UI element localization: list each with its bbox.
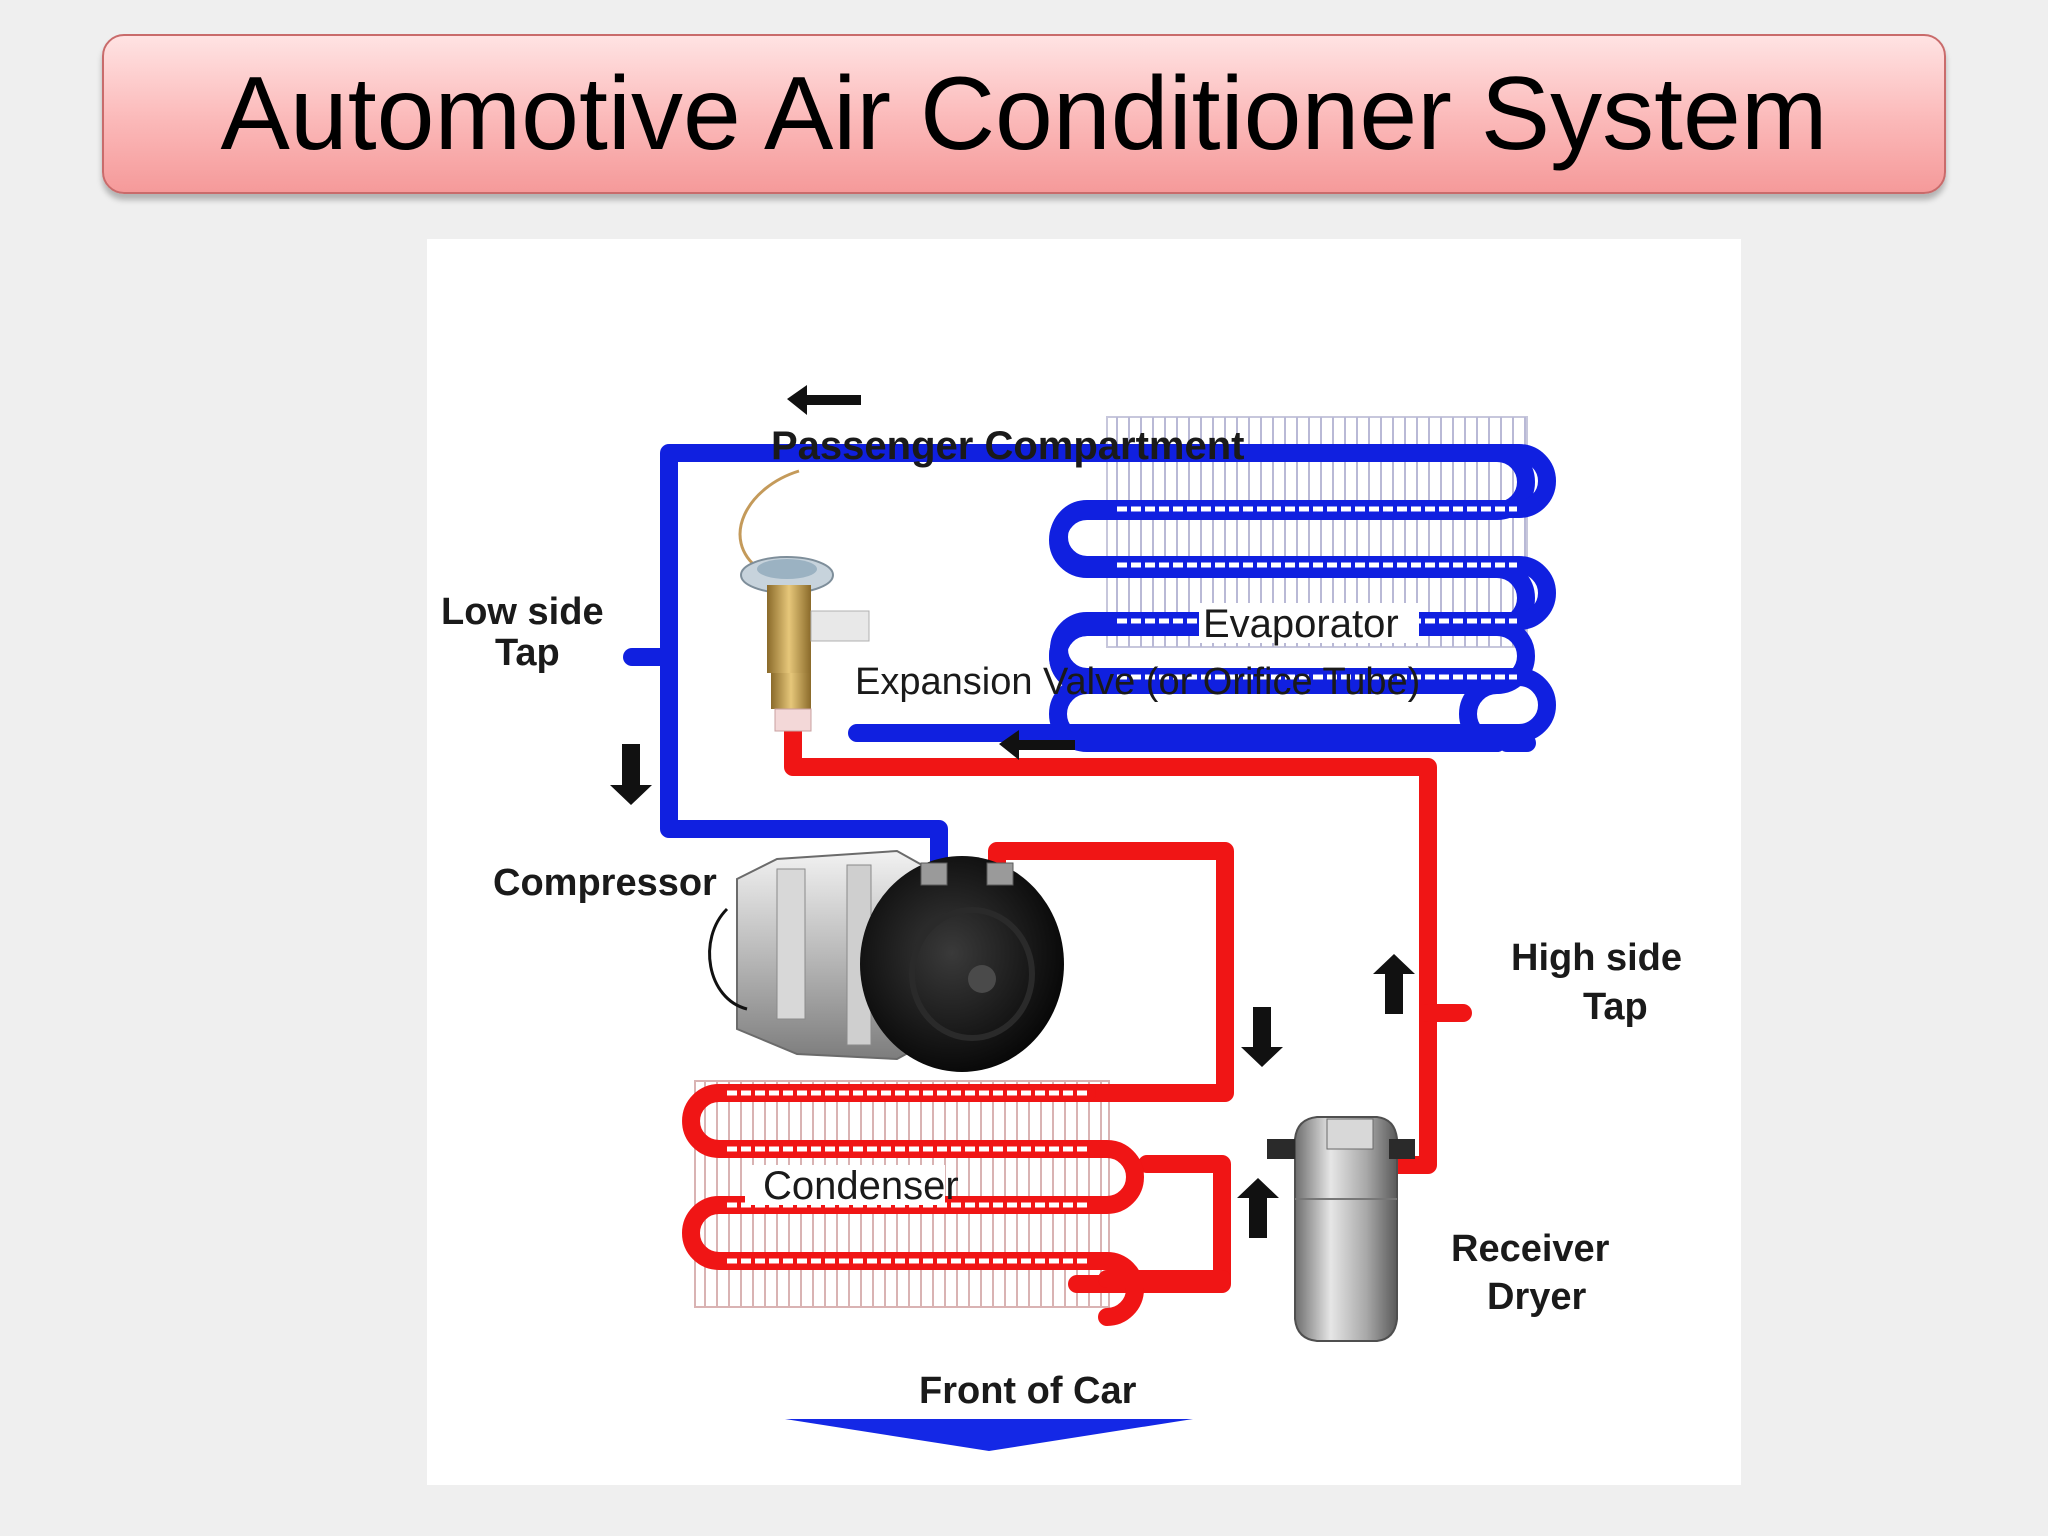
label-compressor: Compressor: [493, 862, 717, 904]
arrow-down-left: [610, 744, 652, 805]
label-high-side-tap-2: Tap: [1583, 986, 1648, 1028]
label-condenser: Condenser: [763, 1164, 959, 1208]
expansion-valve: [738, 469, 870, 732]
evaporator-tube-highlights: [1117, 506, 1517, 680]
label-low-side-tap-2: Tap: [495, 632, 560, 674]
label-evaporator: Evaporator: [1203, 602, 1399, 646]
arrow-up-right: [1373, 954, 1415, 1014]
arrow-down-right: [1241, 1007, 1283, 1067]
title-banner: Automotive Air Conditioner System: [102, 34, 1946, 194]
compressor: [708, 849, 1064, 1072]
arrow-left-middle: [999, 730, 1075, 760]
condenser-label-bg: [745, 1165, 945, 1205]
label-receiver-dryer-1: Receiver: [1451, 1228, 1610, 1270]
slide-title: Automotive Air Conditioner System: [220, 55, 1828, 172]
label-passenger-compartment: Passenger Compartment: [771, 424, 1244, 468]
condenser-coil: [682, 1084, 1231, 1326]
evaporator-fins: [1106, 416, 1528, 648]
evaporator-label-bg: [1199, 603, 1419, 643]
ac-system-diagram: Passenger Compartment Evaporator Low sid…: [427, 239, 1741, 1485]
evaporator-coil: [848, 444, 1556, 742]
arrow-up-bottom: [1237, 1178, 1279, 1238]
flow-arrows: [610, 385, 1415, 1238]
label-receiver-dryer-2: Dryer: [1487, 1276, 1586, 1318]
label-low-side-tap-1: Low side: [441, 591, 604, 633]
label-expansion-valve: Expansion Valve (or Orifice Tube): [855, 661, 1420, 703]
front-of-car-arrow: [785, 1419, 1193, 1451]
diagram-svg: Passenger Compartment Evaporator Low sid…: [441, 385, 1682, 1451]
arrow-left-top: [787, 385, 861, 415]
label-front-of-car: Front of Car: [919, 1370, 1137, 1412]
high-pressure-line: [784, 712, 1472, 1293]
label-high-side-tap-1: High side: [1511, 937, 1682, 979]
receiver-dryer: [1267, 1116, 1415, 1342]
